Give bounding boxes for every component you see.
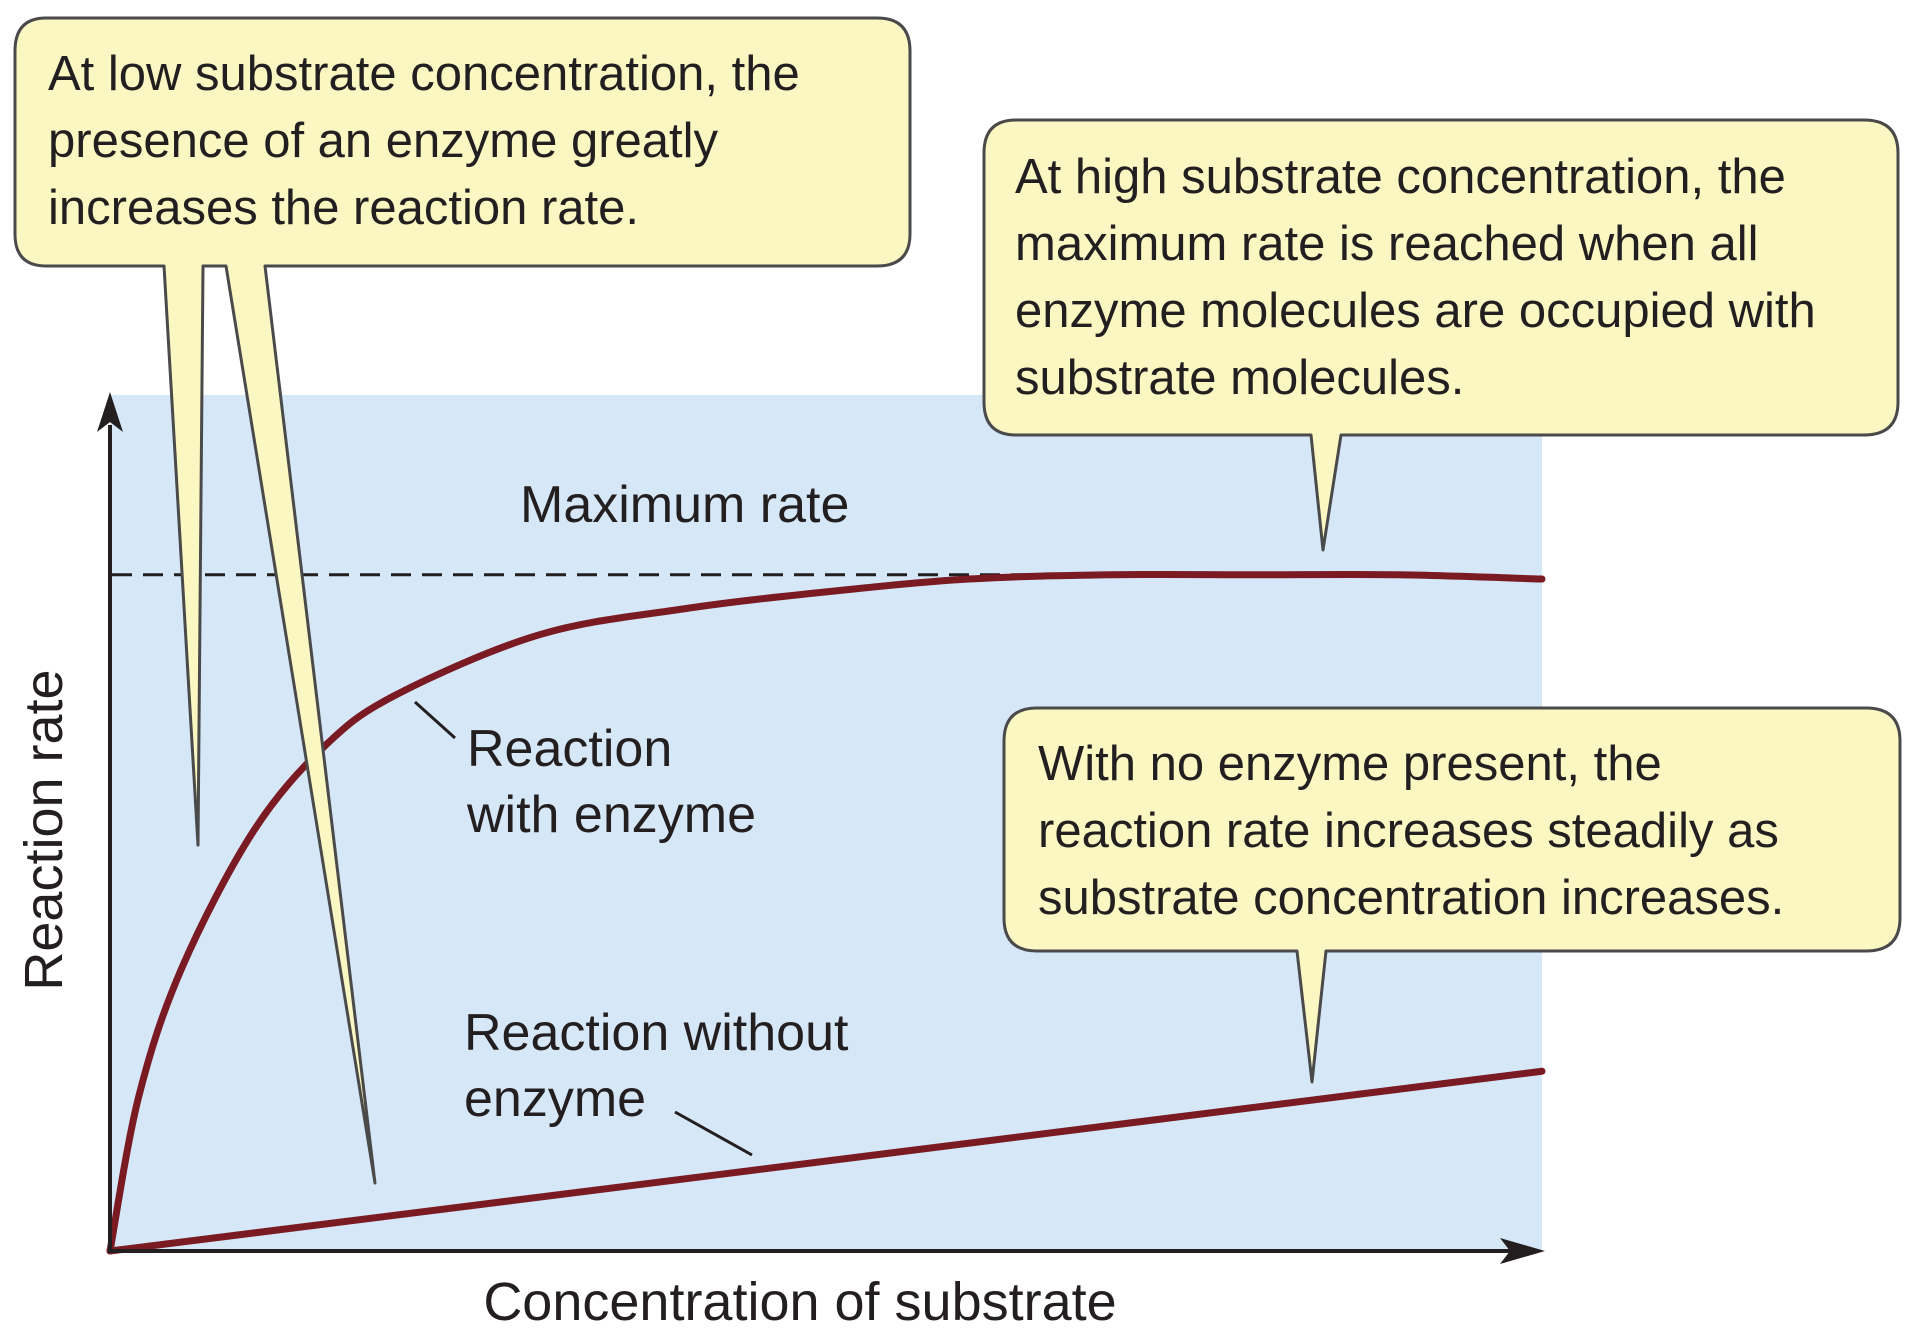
callout-line: reaction rate increases steadily as [1038,804,1779,858]
callout-text: With no enzyme present, the reaction rat… [1038,737,1792,925]
series-line-with-enzyme [106,570,1546,1255]
callout-line: At high substrate concentration, the [1015,150,1786,204]
callout-line: increases the reaction rate. [48,181,639,235]
x-axis-arrowhead [1500,1238,1545,1264]
series-label-line: enzyme [464,1070,646,1128]
callout-text: At high substrate concentration, the max… [1015,150,1829,405]
series-line-without-enzyme [106,1067,1546,1255]
callout-line: maximum rate is reached when all [1015,217,1758,271]
callout-line: With no enzyme present, the [1038,737,1662,791]
callout-bubble [982,118,1900,552]
callout-text: At low substrate concentration, the pres… [48,47,813,235]
callout-bubble [1002,706,1902,1084]
with-enzyme-leader-line [413,700,457,740]
callout-bubble [13,16,912,1185]
series-label-with-enzyme: Reaction with enzyme [466,720,756,844]
series-label-without-enzyme: Reaction without enzyme [464,1004,863,1128]
series-label-line: with enzyme [466,786,756,844]
callout-no-enzyme: With no enzyme present, the reaction rat… [1002,706,1902,1084]
y-axis-arrowhead [97,392,123,432]
without-enzyme-leader-line [674,1110,753,1157]
callout-line: enzyme molecules are occupied with [1015,284,1816,338]
callout-line: presence of an enzyme greatly [48,114,719,168]
x-axis-label: Concentration of substrate [483,1272,1116,1332]
y-axis-label: Reaction rate [14,669,74,990]
maximum-rate-label: Maximum rate [520,476,849,534]
callout-high-substrate: At high substrate concentration, the max… [982,118,1900,552]
callout-low-substrate: At low substrate concentration, the pres… [13,16,912,1185]
series-label-line: Reaction without [464,1004,849,1062]
callout-line: At low substrate concentration, the [48,47,800,101]
series-label-line: Reaction [467,720,672,778]
callout-line: substrate concentration increases. [1038,871,1784,925]
callout-line: substrate molecules. [1015,351,1464,405]
